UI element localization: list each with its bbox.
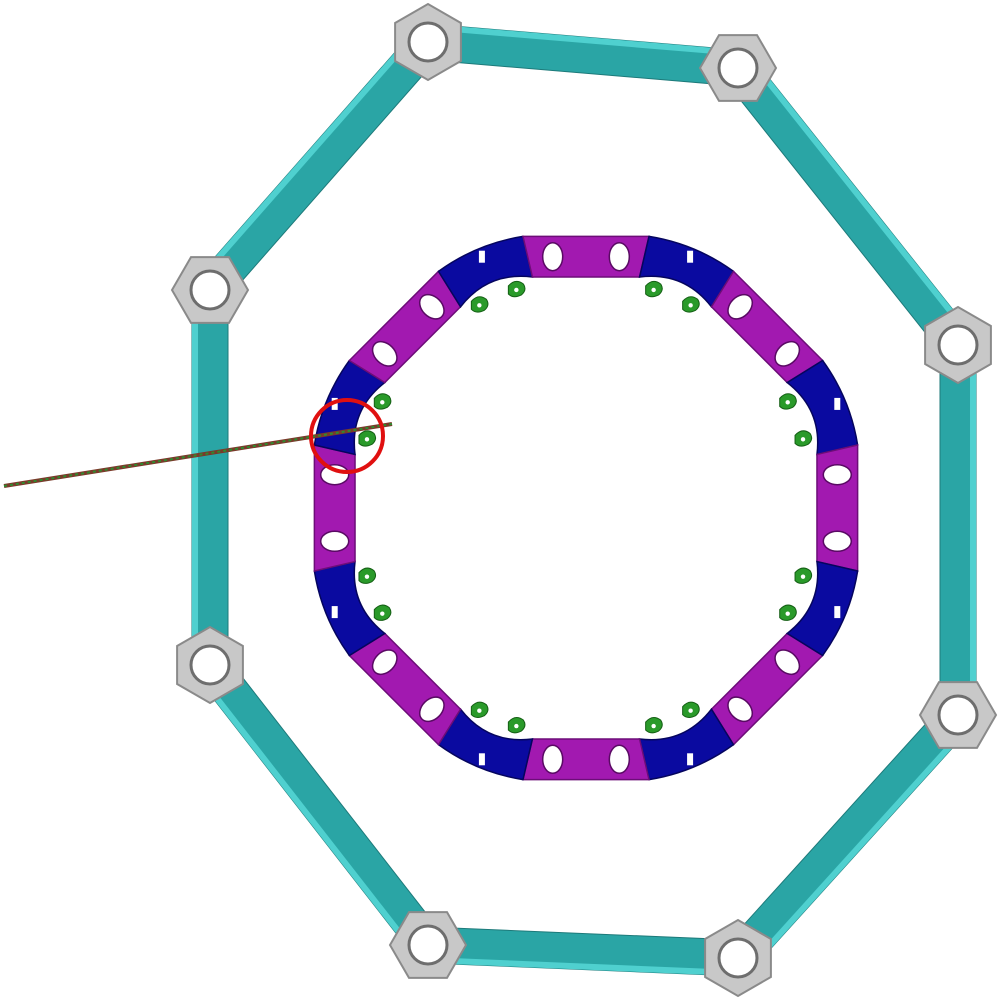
nut-bore — [937, 324, 979, 366]
straight-segment — [816, 444, 859, 572]
probe-group — [3, 398, 393, 488]
clip-bracket — [358, 430, 377, 447]
segment-hole — [608, 744, 631, 775]
hex-nut-node — [698, 34, 778, 102]
clip-bracket — [779, 604, 797, 621]
bracket-hole — [800, 574, 806, 579]
strut-highlight — [429, 24, 740, 57]
segment-hole — [541, 744, 564, 775]
bracket-hole — [364, 437, 370, 442]
clip-bracket — [373, 604, 392, 621]
corner-slot — [834, 397, 841, 410]
segment-hole — [822, 463, 853, 486]
clip-bracket — [373, 393, 392, 410]
strut-highlight — [970, 345, 976, 715]
corner-slot — [687, 250, 694, 263]
hex-nut-node — [170, 256, 250, 324]
clip-bracket — [645, 280, 663, 298]
bracket-hole — [477, 303, 482, 308]
straight-segment — [522, 235, 650, 278]
segment-hole — [727, 696, 754, 723]
corner-slot — [478, 753, 485, 766]
straight-segment — [313, 444, 356, 572]
clip-bracket — [507, 717, 526, 734]
red-marker-circle — [309, 398, 385, 474]
clip-bracket — [682, 296, 700, 313]
clip-bracket — [507, 280, 526, 298]
bracket-hole — [514, 723, 519, 729]
segment-hole — [822, 530, 853, 553]
segment-hole — [608, 241, 631, 272]
segment-hole — [371, 340, 398, 367]
outer-strut — [939, 344, 977, 716]
outer-strut — [426, 926, 740, 977]
clip-bracket — [358, 567, 377, 584]
hex-nut-node — [176, 625, 244, 705]
bracket-hole — [477, 708, 482, 713]
corner-segment — [785, 560, 859, 657]
bracket-hole — [651, 723, 656, 729]
bracket-hole — [800, 437, 806, 442]
strut-highlight — [747, 56, 973, 338]
segment-hole — [418, 696, 445, 723]
clip-bracket — [682, 701, 700, 718]
corner-slot — [331, 606, 338, 619]
outer-strut — [191, 289, 229, 666]
bracket-hole — [364, 574, 370, 579]
bracket-hole — [514, 287, 519, 293]
probe-line — [3, 422, 393, 488]
bracket-hole — [785, 400, 790, 405]
segment-hole — [319, 463, 350, 486]
hex-nut-node — [704, 918, 772, 998]
segment-hole — [541, 241, 564, 272]
inner-ring-brackets — [358, 280, 813, 734]
nut-bore — [189, 269, 231, 311]
hex-nut-node — [394, 2, 462, 82]
inner-ring-segments — [313, 235, 859, 781]
bracket-hole — [688, 708, 693, 713]
segment-hole — [371, 649, 398, 676]
clip-bracket — [470, 701, 489, 718]
nut-bore — [407, 924, 449, 966]
bracket-hole — [380, 611, 385, 616]
nut-bore — [717, 47, 759, 89]
nut-bore — [717, 937, 759, 979]
bracket-hole — [651, 287, 656, 293]
bracket-hole — [380, 400, 385, 405]
clip-bracket — [779, 393, 797, 410]
nut-bore — [937, 694, 979, 736]
hex-nut-node — [918, 681, 998, 749]
corner-slot — [834, 606, 841, 619]
segment-hole — [774, 649, 801, 676]
clip-bracket — [470, 296, 489, 313]
segment-hole — [418, 293, 445, 320]
clip-bracket — [645, 717, 663, 734]
strut-highlight — [427, 956, 738, 976]
segment-hole — [727, 293, 754, 320]
corner-slot — [478, 250, 485, 263]
bracket-hole — [785, 611, 790, 616]
straight-segment — [522, 738, 650, 781]
corner-slot — [687, 753, 694, 766]
bracket-hole — [688, 303, 693, 308]
strut-highlight — [196, 30, 419, 283]
hex-nut-node — [388, 911, 468, 979]
strut-highlight — [195, 672, 419, 957]
segment-hole — [319, 530, 350, 553]
clip-bracket — [794, 430, 813, 447]
clip-bracket — [794, 567, 813, 584]
nut-bore — [407, 21, 449, 63]
segment-hole — [774, 340, 801, 367]
outer-ring-nodes — [170, 2, 998, 998]
strut-highlight — [746, 723, 972, 971]
hex-nut-node — [924, 305, 992, 385]
nut-bore — [189, 644, 231, 686]
strut-highlight — [192, 290, 198, 665]
